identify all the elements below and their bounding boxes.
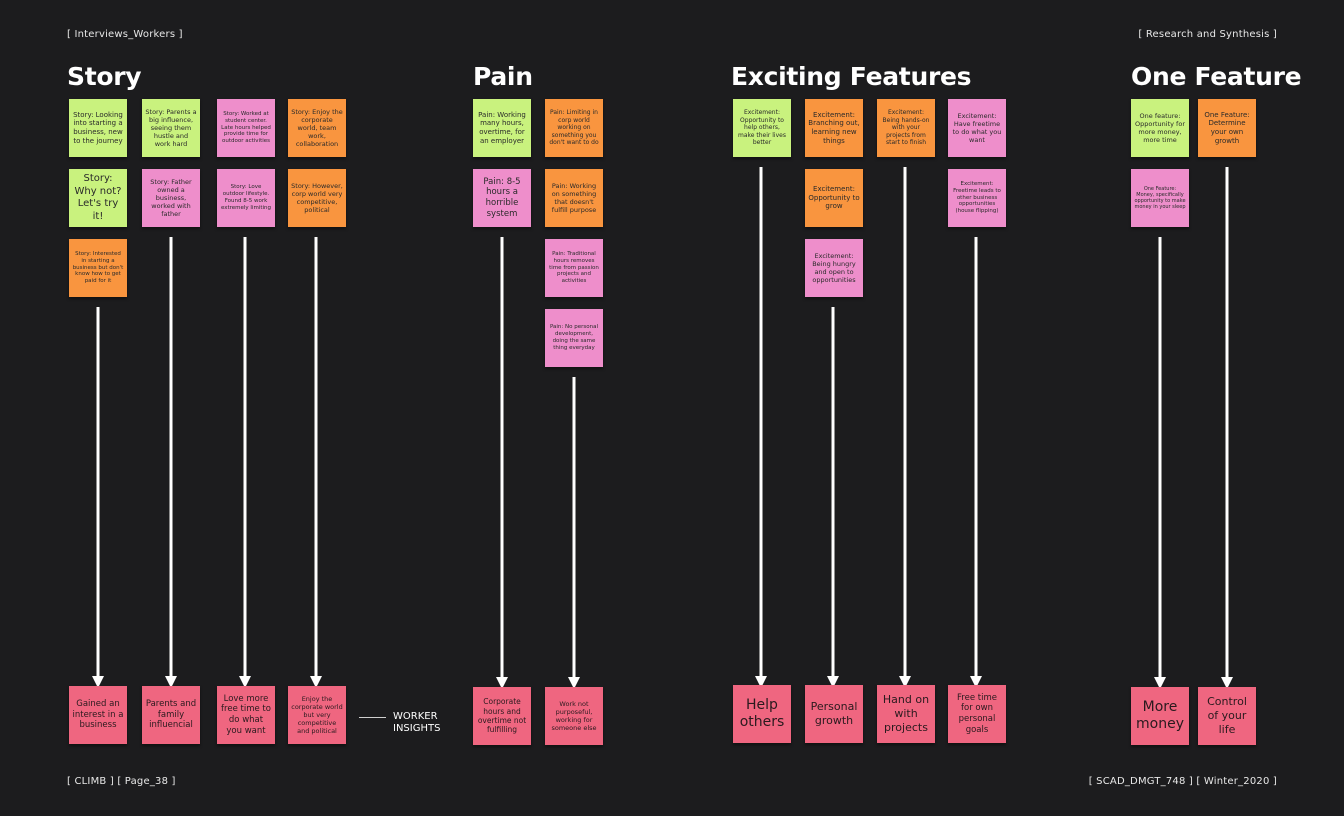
sticky-note: Story: Love outdoor lifestyle. Found 8-5…	[217, 169, 275, 227]
section-title-exciting-features: Exciting Features	[731, 62, 972, 91]
sticky-note: Excitement: Have freetime to do what you…	[948, 99, 1006, 157]
sticky-note: Story: Interested in starting a business…	[69, 239, 127, 297]
sticky-note: Story: Looking into starting a business,…	[69, 99, 127, 157]
sticky-note: Pain: Traditional hours removes time fro…	[545, 239, 603, 297]
sticky-note: Excitement: Branching out, learning new …	[805, 99, 863, 157]
sticky-note: One Feature: Money, specifically opportu…	[1131, 169, 1189, 227]
sticky-note: One feature: Opportunity for more money,…	[1131, 99, 1189, 157]
sticky-note: Story: However, corp world very competit…	[288, 169, 346, 227]
insight-note: Gained an interest in a business	[69, 686, 127, 744]
insight-note: Corporate hours and overtime not fulfill…	[473, 687, 531, 745]
insight-label-line	[359, 717, 386, 718]
sticky-note: Story: Why not? Let's try it!	[69, 169, 127, 227]
section-title-one-feature: One Feature	[1131, 62, 1302, 91]
insight-note: Personal growth	[805, 685, 863, 743]
section-title-story: Story	[67, 62, 142, 91]
sticky-note: Pain: Working many hours, overtime, for …	[473, 99, 531, 157]
section-title-pain: Pain	[473, 62, 533, 91]
sticky-note: Excitement: Freetime leads to other busi…	[948, 169, 1006, 227]
insight-note: Enjoy the corporate world but very compe…	[288, 686, 346, 744]
worker-insights-label: WORKER INSIGHTS	[393, 711, 441, 734]
sticky-note: Pain: Working on something that doesn't …	[545, 169, 603, 227]
sticky-note: Story: Parents a big influence, seeing t…	[142, 99, 200, 157]
sticky-note: Pain: 8-5 hours a horrible system	[473, 169, 531, 227]
sticky-note: Story: Father owned a business, worked w…	[142, 169, 200, 227]
sticky-note: Pain: Limiting in corp world working on …	[545, 99, 603, 157]
sticky-note: Pain: No personal development, doing the…	[545, 309, 603, 367]
header-right-label: [ Research and Synthesis ]	[1138, 29, 1277, 40]
insight-note: Work not purposeful, working for someone…	[545, 687, 603, 745]
insight-note: More money	[1131, 687, 1189, 745]
insight-note: Free time for own personal goals	[948, 685, 1006, 743]
sticky-note: Excitement: Being hands-on with your pro…	[877, 99, 935, 157]
header-left-label: [ Interviews_Workers ]	[67, 29, 183, 40]
footer-right-label: [ SCAD_DMGT_748 ] [ Winter_2020 ]	[1088, 776, 1277, 787]
insight-note: Help others	[733, 685, 791, 743]
sticky-note: Story: Worked at student center. Late ho…	[217, 99, 275, 157]
insight-note: Love more free time to do what you want	[217, 686, 275, 744]
insight-note: Parents and family influencial	[142, 686, 200, 744]
sticky-note: Excitement: Opportunity to grow	[805, 169, 863, 227]
footer-left-label: [ CLIMB ] [ Page_38 ]	[67, 776, 176, 787]
sticky-note: One Feature: Determine your own growth	[1198, 99, 1256, 157]
insight-note: Hand on with projects	[877, 685, 935, 743]
sticky-note: Excitement: Being hungry and open to opp…	[805, 239, 863, 297]
insight-note: Control of your life	[1198, 687, 1256, 745]
sticky-note: Story: Enjoy the corporate world, team w…	[288, 99, 346, 157]
sticky-note: Excitement: Opportunity to help others, …	[733, 99, 791, 157]
